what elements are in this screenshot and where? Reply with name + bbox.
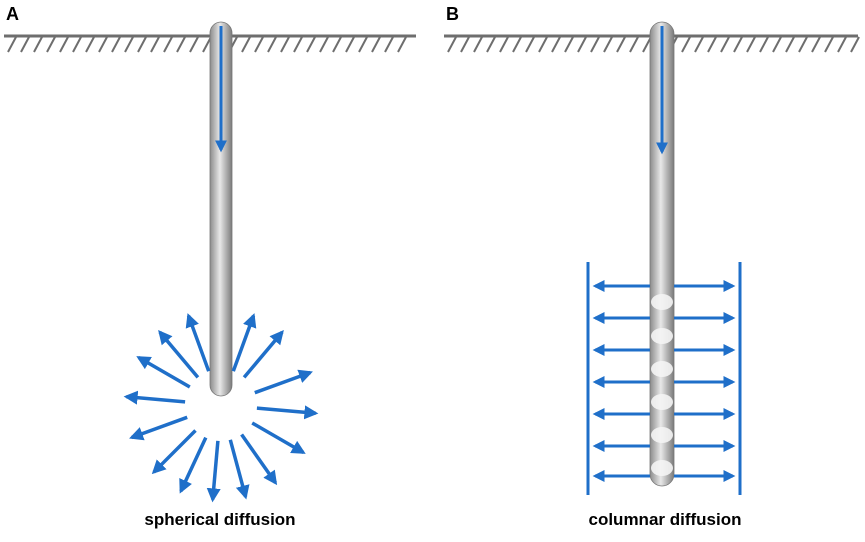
pipe-outlet-hole <box>651 394 673 410</box>
caption-spherical: spherical diffusion <box>144 510 296 529</box>
ground-hatch <box>241 36 251 53</box>
ground-hatch <box>512 36 522 53</box>
ground-hatch <box>267 36 277 53</box>
ground-hatch <box>798 36 808 53</box>
ground-hatch <box>447 36 457 53</box>
radial-arrow <box>179 436 208 494</box>
ground-hatch <box>759 36 769 53</box>
ground-hatch <box>371 36 381 53</box>
injection-pipe-b <box>649 21 675 487</box>
pipe-outlet-hole <box>651 361 673 377</box>
radial-arrow <box>256 405 319 420</box>
radial-arrow <box>254 369 313 395</box>
ground-hatch <box>746 36 756 53</box>
ground-hatch <box>785 36 795 53</box>
radial-arrow <box>231 313 257 372</box>
ground-hatch <box>397 36 407 53</box>
ground-hatch <box>176 36 186 53</box>
ground-hatch <box>33 36 43 53</box>
ground-hatch <box>824 36 834 53</box>
ground-hatch <box>150 36 160 53</box>
ground-hatch <box>616 36 626 53</box>
injection-pipe-a <box>209 21 233 397</box>
radial-arrow <box>185 313 211 372</box>
ground-hatch <box>46 36 56 53</box>
caption-columnar: columnar diffusion <box>588 510 742 529</box>
radial-arrow <box>136 355 191 389</box>
ground-hatch <box>254 36 264 53</box>
radial-arrow <box>251 421 306 455</box>
ground-hatch <box>486 36 496 53</box>
ground-hatch <box>551 36 561 53</box>
ground-hatch <box>137 36 147 53</box>
ground-hatch <box>111 36 121 53</box>
pipe-outlet-hole <box>651 328 673 344</box>
ground-hatch <box>564 36 574 53</box>
ground-hatch <box>603 36 613 53</box>
ground-hatch <box>384 36 394 53</box>
ground-hatch <box>85 36 95 53</box>
ground-hatch <box>629 36 639 53</box>
panel-label-a: A <box>6 4 19 24</box>
radial-arrow <box>158 330 200 379</box>
ground-hatch <box>280 36 290 53</box>
ground-hatch <box>694 36 704 53</box>
spherical-diffusion-arrows <box>123 313 319 503</box>
radial-arrow <box>228 439 250 500</box>
ground-hatch <box>720 36 730 53</box>
ground-hatch <box>525 36 535 53</box>
pipe-outlet-hole <box>651 427 673 443</box>
ground-surface-b <box>444 34 860 53</box>
ground-hatch <box>72 36 82 53</box>
pipe-outlet-hole <box>651 460 673 476</box>
ground-hatch <box>189 36 199 53</box>
ground-hatch <box>163 36 173 53</box>
ground-hatch <box>332 36 342 53</box>
ground-hatch <box>319 36 329 53</box>
ground-hatch <box>345 36 355 53</box>
ground-hatch <box>590 36 600 53</box>
columnar-diffusion-arrows <box>592 280 736 482</box>
ground-hatch <box>7 36 17 53</box>
radial-arrow <box>242 330 284 379</box>
ground-hatch <box>473 36 483 53</box>
ground-hatch <box>499 36 509 53</box>
ground-hatch <box>772 36 782 53</box>
ground-hatch <box>306 36 316 53</box>
ground-hatch <box>538 36 548 53</box>
radial-arrow <box>151 429 197 475</box>
ground-hatch <box>59 36 69 53</box>
ground-hatch <box>577 36 587 53</box>
ground-hatch <box>837 36 847 53</box>
pipe-outlet-hole <box>651 294 673 310</box>
ground-hatch <box>707 36 717 53</box>
ground-hatch <box>98 36 108 53</box>
radial-arrow <box>129 415 188 441</box>
radial-arrow <box>206 440 221 503</box>
ground-hatch <box>681 36 691 53</box>
ground-hatch <box>811 36 821 53</box>
ground-hatch <box>20 36 30 53</box>
ground-hatch <box>850 36 860 53</box>
panel-label-b: B <box>446 4 459 24</box>
ground-hatch <box>358 36 368 53</box>
ground-hatch <box>733 36 743 53</box>
ground-hatch <box>460 36 470 53</box>
ground-hatch <box>293 36 303 53</box>
radial-arrow <box>240 433 278 486</box>
radial-arrow <box>123 390 186 405</box>
ground-hatch <box>124 36 134 53</box>
